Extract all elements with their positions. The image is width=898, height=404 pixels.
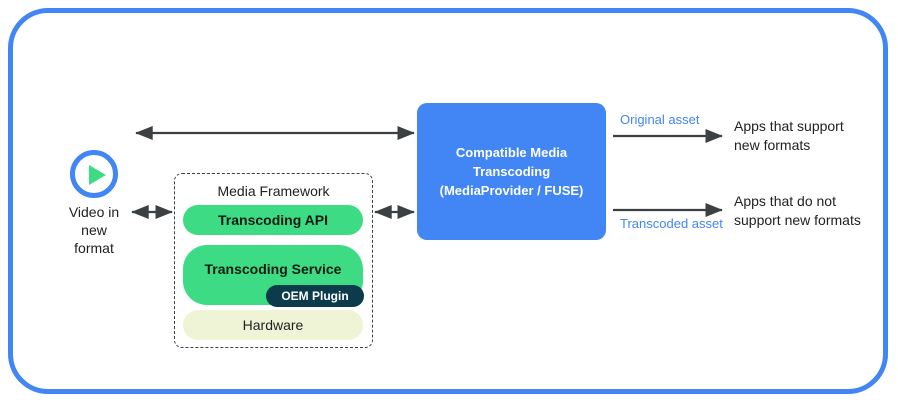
oem-plugin-chip: OEM Plugin: [266, 285, 364, 307]
video-source-label-line-3: format: [74, 240, 114, 256]
apps-no-support-line-2: support new formats: [734, 212, 861, 228]
media-framework-title: Media Framework: [217, 183, 330, 199]
video-source-label-line-2: new: [81, 222, 107, 238]
layer-hardware-label: Hardware: [242, 317, 304, 333]
apps-support-line-1: Apps that support: [734, 118, 844, 134]
cmt-line-1: Compatible Media: [455, 145, 568, 160]
apps-support-line-2: new formats: [734, 137, 811, 153]
video-source-label-line-1: Video in: [68, 204, 120, 220]
layer-transcoding-service-label: Transcoding Service: [204, 261, 342, 277]
media-framework-container: [174, 173, 373, 348]
cmt-line-3: (MediaProvider / FUSE): [439, 183, 584, 198]
compatible-media-transcoding-text: Compatible Media Transcoding (MediaProvi…: [440, 143, 584, 200]
apps-no-support-new-formats-label: Apps that do not support new formats: [734, 192, 861, 230]
edge-label-transcoded-asset: Transcoded asset: [620, 216, 723, 231]
video-source-label: Video in new format: [44, 203, 144, 257]
cmt-line-2: Transcoding: [472, 164, 551, 179]
apps-no-support-line-1: Apps that do not: [734, 193, 836, 209]
apps-support-new-formats-label: Apps that support new formats: [734, 117, 844, 155]
play-triangle-icon: [89, 165, 106, 185]
play-circle-icon: [70, 150, 118, 198]
layer-transcoding-api: Transcoding API: [183, 205, 363, 235]
layer-hardware: Hardware: [183, 310, 363, 340]
layer-transcoding-api-label: Transcoding API: [218, 212, 328, 228]
compatible-media-transcoding-node: Compatible Media Transcoding (MediaProvi…: [417, 103, 606, 240]
oem-plugin-label: OEM Plugin: [281, 289, 349, 303]
edge-label-original-asset: Original asset: [620, 112, 700, 127]
